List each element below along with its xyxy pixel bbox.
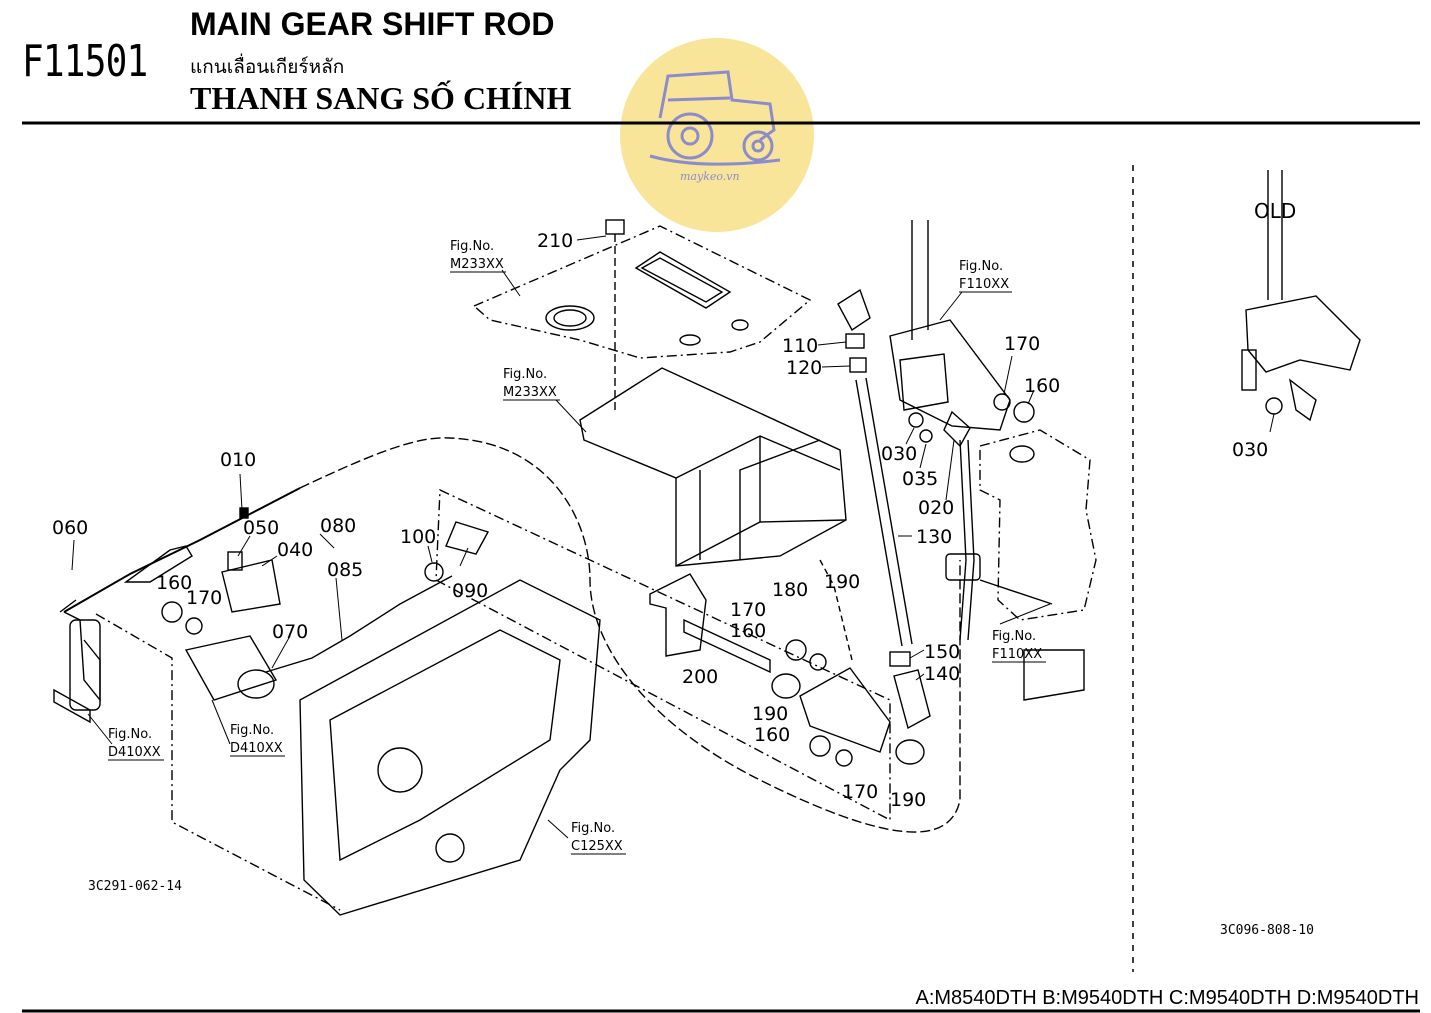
old-lever <box>1267 170 1283 300</box>
nut-150 <box>889 651 911 667</box>
fig-label-m233-a: Fig.No. <box>450 239 494 254</box>
lever-070 <box>184 635 278 701</box>
rod-130 <box>855 377 913 647</box>
transmission-case <box>299 579 601 916</box>
washer-170a <box>809 653 827 671</box>
label-085: 085 <box>327 559 363 581</box>
old-nut-030 <box>1265 397 1283 415</box>
bolt-210 <box>605 219 625 235</box>
label-035: 035 <box>902 468 938 490</box>
model-applicability: A:M8540DTH B:M9540DTH C:M9540DTH D:M9540… <box>915 987 1420 1009</box>
nut-030 <box>908 412 924 428</box>
label-090: 090 <box>452 580 488 602</box>
label-070: 070 <box>272 621 308 643</box>
arm-190 <box>799 667 891 753</box>
label-050: 050 <box>243 517 279 539</box>
fig-label-d410-b: Fig.No. <box>230 723 274 738</box>
tractor-icon <box>649 70 781 166</box>
cover-window <box>634 251 732 309</box>
bushing-190b <box>895 739 925 765</box>
label-200: 200 <box>682 666 718 688</box>
fig-ref-c125: C125XX <box>571 839 623 854</box>
bracket-040 <box>221 559 281 613</box>
label-140: 140 <box>924 663 960 685</box>
rod-085 <box>265 575 453 673</box>
label-040: 040 <box>277 539 313 561</box>
drawing-number-right: 3C096-808-10 <box>1220 923 1314 938</box>
label-210: 210 <box>537 230 573 252</box>
old-label: OLD <box>1254 199 1296 223</box>
fig-label-c125: Fig.No. <box>571 821 615 836</box>
label-020: 020 <box>918 497 954 519</box>
fig-ref-m233-b: M233XX <box>503 385 557 400</box>
shift-plate <box>979 429 1097 621</box>
label-160-left: 160 <box>156 572 192 594</box>
washer-170c <box>185 617 203 635</box>
label-170-low: 170 <box>842 781 878 803</box>
fig-ref-d410-a: D410XX <box>108 745 161 760</box>
label-170-left: 170 <box>186 587 222 609</box>
label-120: 120 <box>786 357 822 379</box>
label-130: 130 <box>916 526 952 548</box>
bracket-box <box>579 367 847 567</box>
fig-label-m233-b: Fig.No. <box>503 367 547 382</box>
lever-f110 <box>889 319 1011 431</box>
collar-160b <box>809 735 831 757</box>
collar-160a <box>785 639 807 661</box>
figure-code: F11501 <box>22 36 148 87</box>
fig-ref-m233-a: M233XX <box>450 257 504 272</box>
title-vietnamese: THANH SANG SỐ CHÍNH <box>190 80 572 116</box>
title-thai: แกนเลื่อนเกียร์หลัก <box>190 56 345 78</box>
bushing-190a <box>771 673 801 699</box>
washer-170b <box>835 749 853 767</box>
title-english: MAIN GEAR SHIFT ROD <box>190 6 555 42</box>
fig-label-f110-b: Fig.No. <box>992 629 1036 644</box>
cover-hole <box>545 305 595 331</box>
label-190-low: 190 <box>890 789 926 811</box>
fig-ref-f110-b: F110XX <box>992 647 1042 662</box>
label-170-mid: 170 <box>730 599 766 621</box>
label-160-low: 160 <box>754 724 790 746</box>
label-150: 150 <box>924 641 960 663</box>
label-180: 180 <box>772 579 808 601</box>
label-190-mid: 190 <box>752 703 788 725</box>
cable-020 <box>959 439 975 641</box>
label-190-top: 190 <box>824 571 860 593</box>
label-080: 080 <box>320 515 356 537</box>
nut-160d <box>1013 401 1035 423</box>
label-160-mid: 160 <box>730 620 766 642</box>
label-030: 030 <box>881 443 917 465</box>
label-110: 110 <box>782 335 818 357</box>
label-060: 060 <box>52 517 88 539</box>
collar-160c <box>161 601 183 623</box>
cover-plate <box>472 225 812 359</box>
fig-label-d410-a: Fig.No. <box>108 727 152 742</box>
washer-170d <box>993 393 1011 411</box>
label-160-right: 160 <box>1024 375 1060 397</box>
drawing-number-left: 3C291-062-14 <box>88 879 182 894</box>
shift-cable-010 <box>63 487 301 613</box>
joint-140 <box>893 669 931 730</box>
washer-035 <box>919 429 933 443</box>
watermark-logo: maykeo.vn <box>620 38 814 232</box>
nut-120 <box>849 357 867 373</box>
label-170-right: 170 <box>1004 333 1040 355</box>
label-100: 100 <box>400 526 436 548</box>
fig-ref-d410-b: D410XX <box>230 741 283 756</box>
label-030-old: 030 <box>1232 439 1268 461</box>
fig-ref-f110-a: F110XX <box>959 277 1009 292</box>
fig-label-f110-a: Fig.No. <box>959 259 1003 274</box>
watermark-text: maykeo.vn <box>680 170 740 183</box>
lever-060 <box>63 611 101 702</box>
shift-rod-200 <box>683 618 771 674</box>
label-010: 010 <box>220 449 256 471</box>
